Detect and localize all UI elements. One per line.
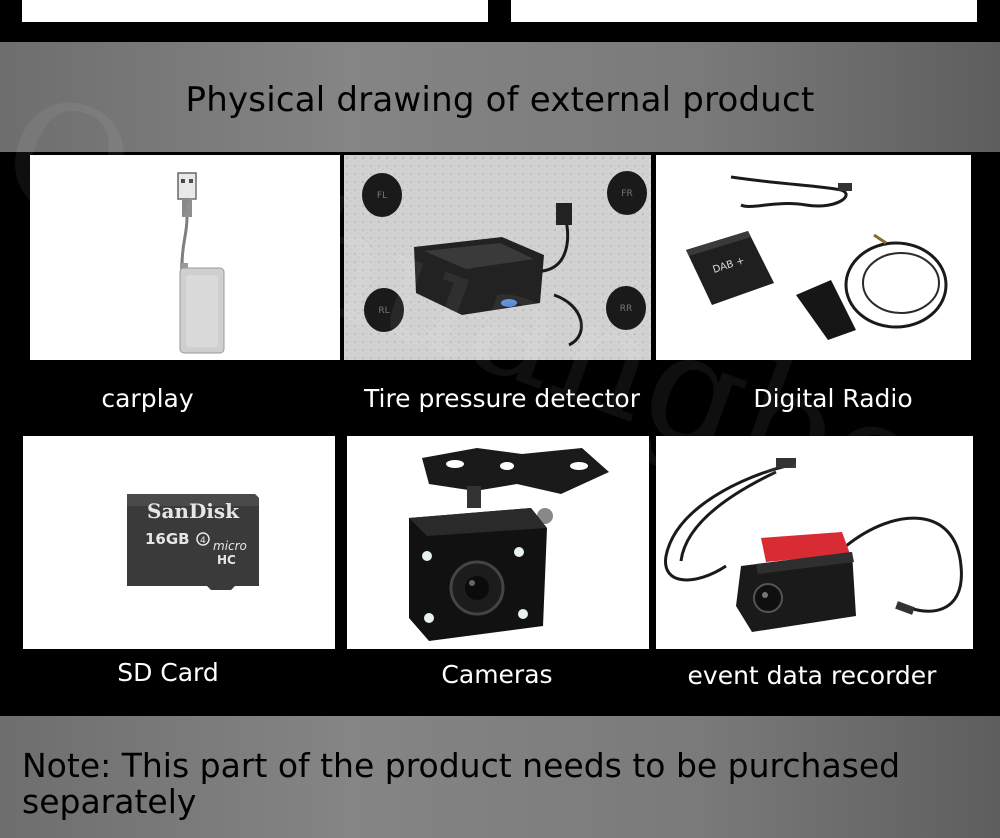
top-card-right: [511, 0, 977, 22]
footer-band: [0, 716, 1000, 838]
product-label-digital-radio: Digital Radio: [753, 384, 913, 413]
tpms-sensor-label-fr: FR: [621, 189, 632, 199]
tpms-sensor-label-rl: RL: [378, 306, 389, 316]
header-band: [0, 42, 1000, 152]
sd-card-hc: HC: [217, 553, 236, 567]
product-image-sd-card: SanDisk 16GB 4 micro HC: [23, 436, 335, 649]
product-image-carplay: [30, 155, 340, 360]
camera-icon: [409, 448, 609, 641]
product-image-cameras: [347, 436, 649, 649]
sd-card-micro: micro: [213, 539, 247, 553]
tire-pressure-detector-icon: FL FR RL RR: [344, 155, 651, 360]
sd-card-icon: SanDisk 16GB 4 micro HC: [127, 494, 259, 590]
carplay-dongle-icon: [177, 172, 225, 354]
product-image-tire-pressure: FL FR RL RR: [344, 155, 651, 360]
product-label-sd-card: SD Card: [117, 658, 219, 687]
product-label-event-data-recorder: event data recorder: [687, 661, 937, 690]
sd-card-class: 4: [200, 536, 206, 546]
sd-card-brand: SanDisk: [147, 499, 240, 523]
sd-card-capacity: 16GB: [145, 530, 190, 548]
tpms-sensor-label-fl: FL: [377, 191, 387, 201]
top-card-left: [22, 0, 488, 22]
product-image-digital-radio: DAB +: [656, 155, 971, 360]
product-label-carplay: carplay: [101, 384, 194, 413]
digital-radio-icon: DAB +: [686, 175, 948, 340]
product-label-cameras: Cameras: [441, 660, 553, 689]
purchase-note: Note: This part of the product needs to …: [22, 746, 901, 821]
event-data-recorder-icon: [664, 458, 963, 632]
tpms-sensor-label-rr: RR: [620, 304, 633, 314]
product-image-event-data-recorder: [656, 436, 973, 649]
product-label-tire-pressure: Tire pressure detector: [364, 384, 640, 413]
section-title: Physical drawing of external product: [185, 80, 815, 120]
